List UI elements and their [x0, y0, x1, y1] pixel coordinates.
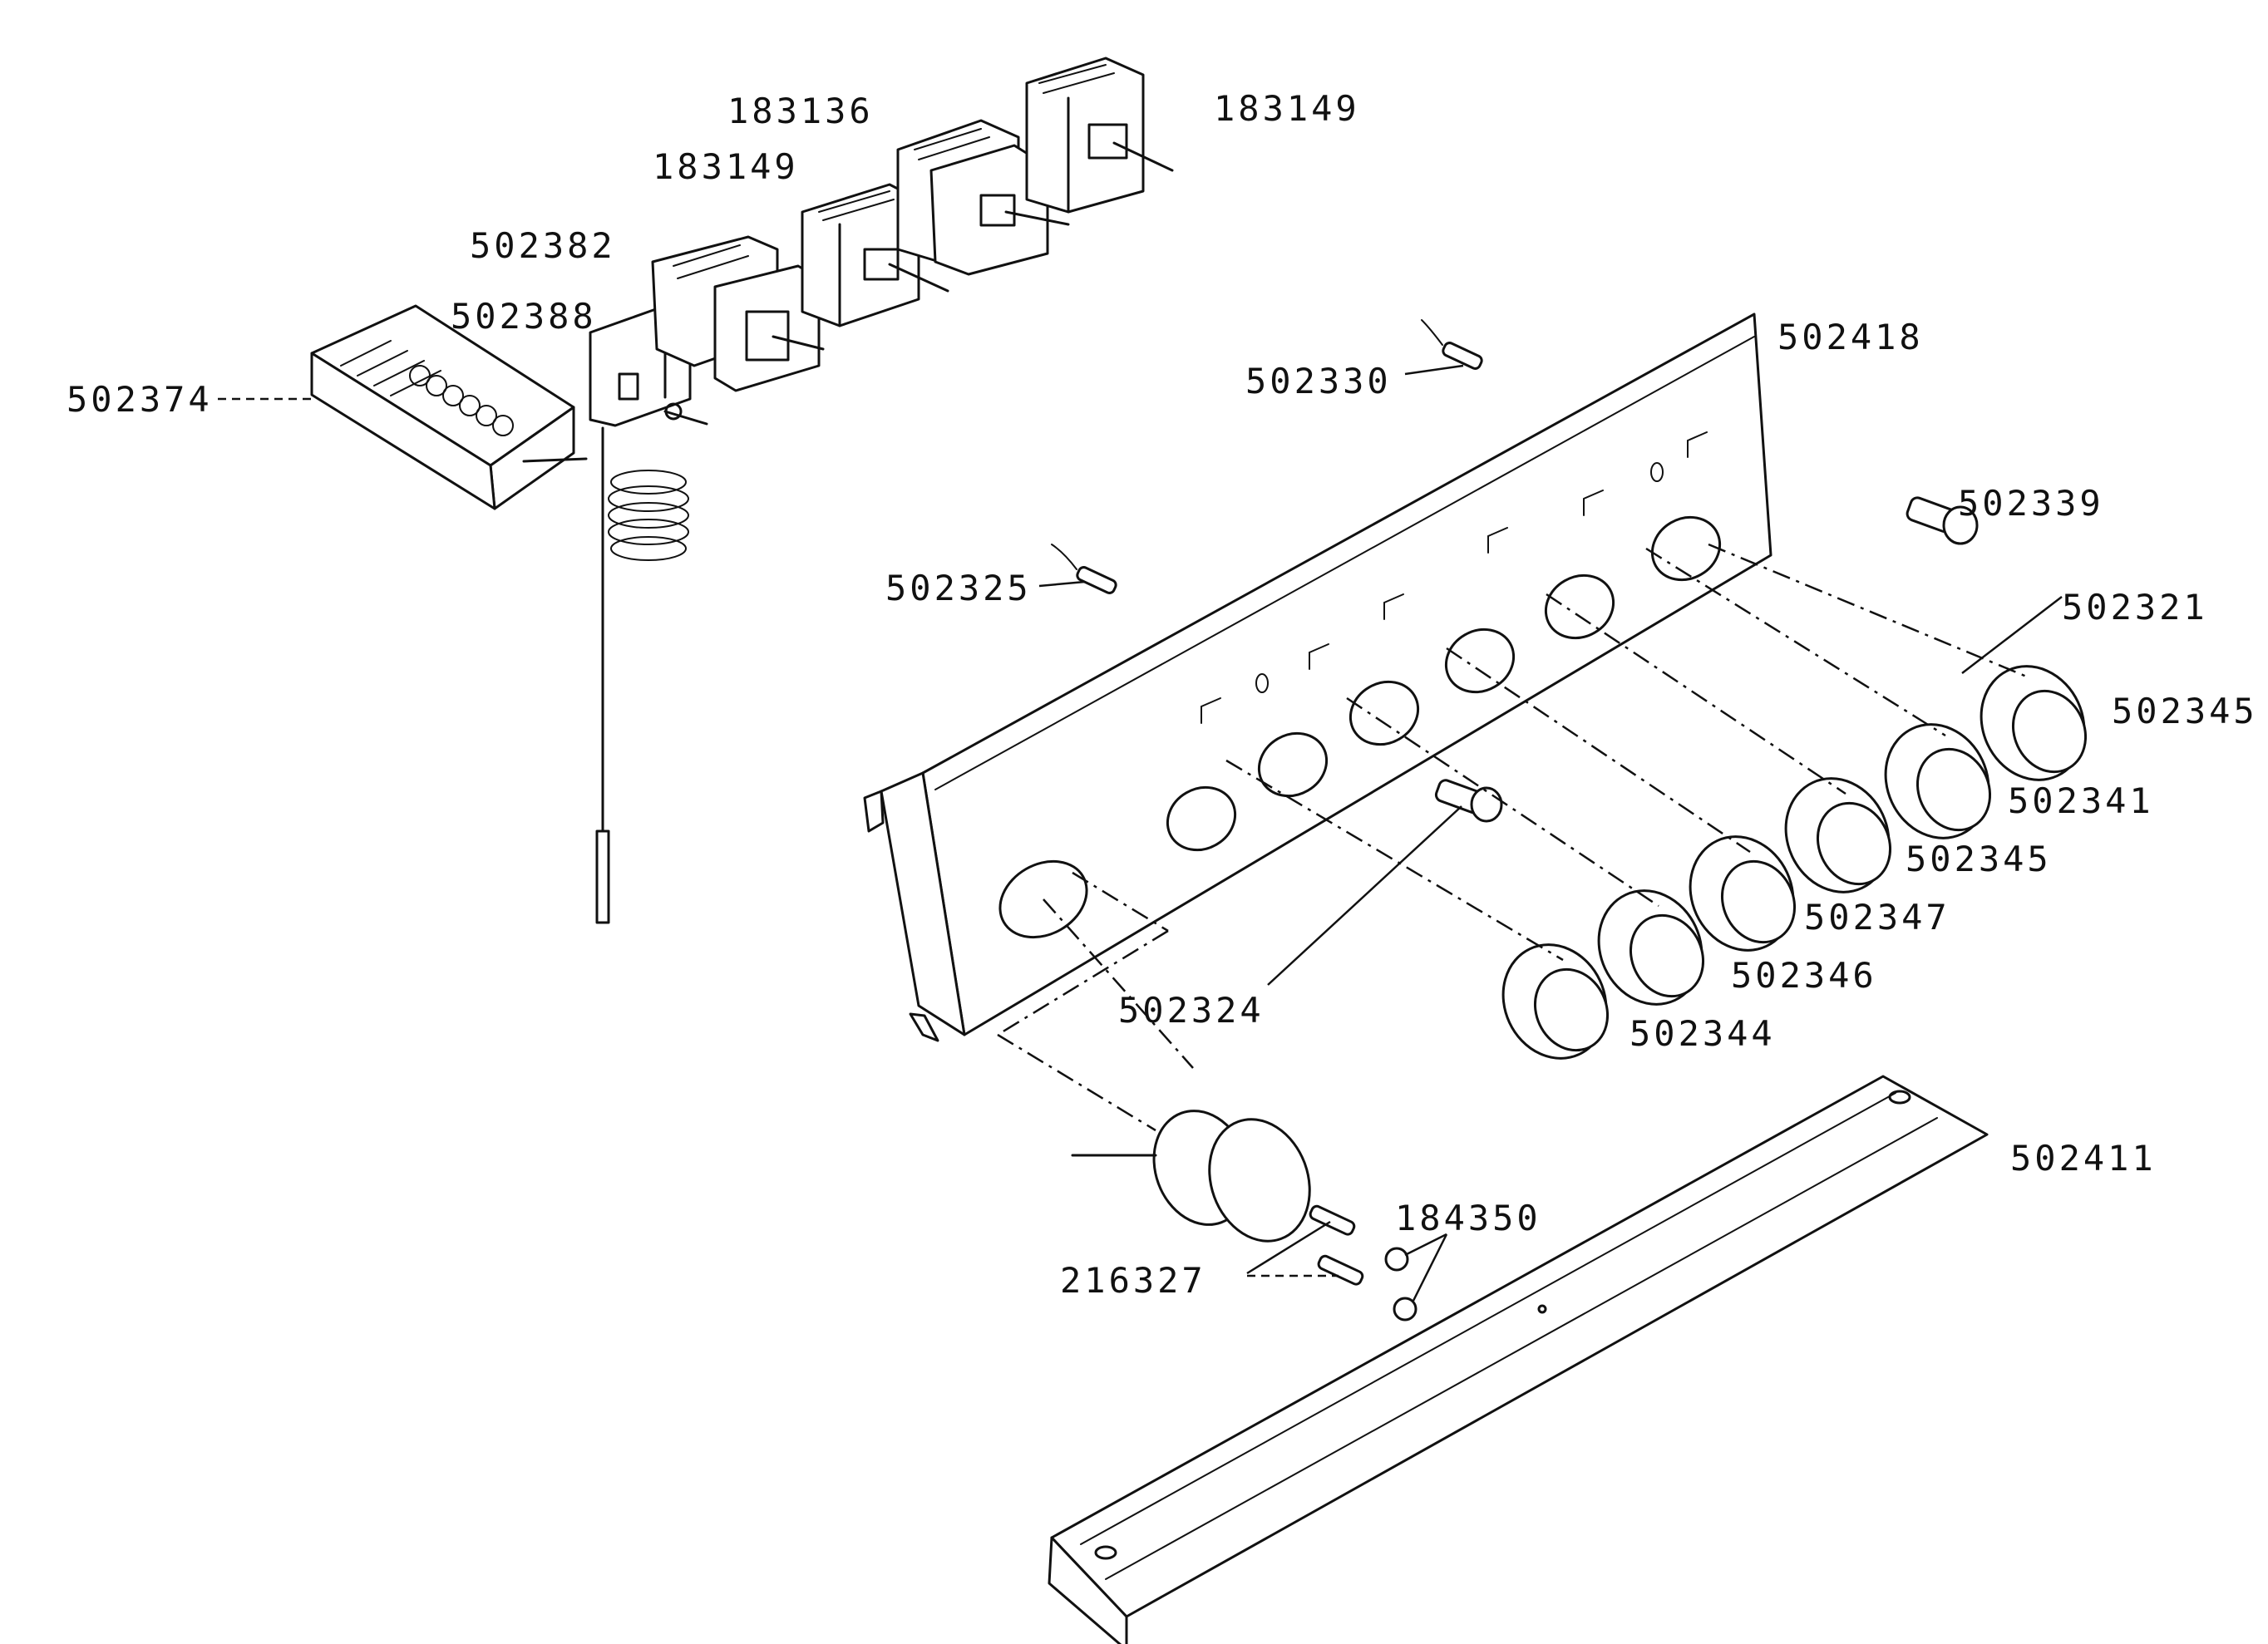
rotary-switch-left — [801, 183, 949, 327]
label-502345-top: 502345 — [2112, 691, 2258, 731]
label-502345-mid: 502345 — [1906, 839, 2052, 879]
label-183136: 183136 — [727, 91, 874, 131]
assembly-lines — [997, 543, 2029, 1132]
control-panel — [863, 313, 1772, 1042]
knob-group — [1501, 665, 2088, 1060]
label-502411: 502411 — [2010, 1138, 2157, 1179]
knob-502345-top — [1980, 665, 2088, 781]
knob-502341 — [1884, 723, 1992, 839]
energy-regulator — [651, 235, 825, 392]
label-502325: 502325 — [885, 568, 1032, 608]
label-502330: 502330 — [1245, 361, 1392, 401]
knob-502344 — [1501, 943, 1610, 1060]
rotary-switch-middle — [896, 119, 1070, 276]
clock-timer — [1071, 1110, 1311, 1243]
label-502339: 502339 — [1958, 483, 2104, 524]
label-502344: 502344 — [1630, 1013, 1776, 1054]
knob-502345-mid — [1784, 777, 1892, 893]
knob-502346 — [1597, 889, 1705, 1006]
label-184350: 184350 — [1395, 1198, 1541, 1238]
knob-502347 — [1689, 835, 1797, 952]
rotary-switch-right — [1025, 57, 1174, 214]
label-502324: 502324 — [1118, 990, 1265, 1031]
label-502382: 502382 — [470, 225, 616, 266]
label-183149-left: 183149 — [653, 146, 799, 187]
trim-strip — [1048, 1075, 1989, 1644]
small-parts — [1051, 319, 1979, 1322]
leader-lines — [218, 364, 2063, 1302]
label-216327: 216327 — [1060, 1260, 1206, 1301]
label-502341: 502341 — [2008, 780, 2154, 821]
label-502321: 502321 — [2062, 587, 2208, 628]
part-labels: 183136 183149 183149 502382 502388 50237… — [67, 88, 2258, 1301]
label-502347: 502347 — [1804, 897, 1950, 938]
label-183149-top: 183149 — [1214, 88, 1360, 129]
thermostat — [589, 304, 708, 924]
label-502374: 502374 — [67, 379, 213, 420]
label-502388: 502388 — [451, 296, 597, 337]
label-502346: 502346 — [1731, 955, 1877, 996]
label-502418: 502418 — [1777, 317, 1924, 357]
terminal-block — [310, 304, 588, 510]
